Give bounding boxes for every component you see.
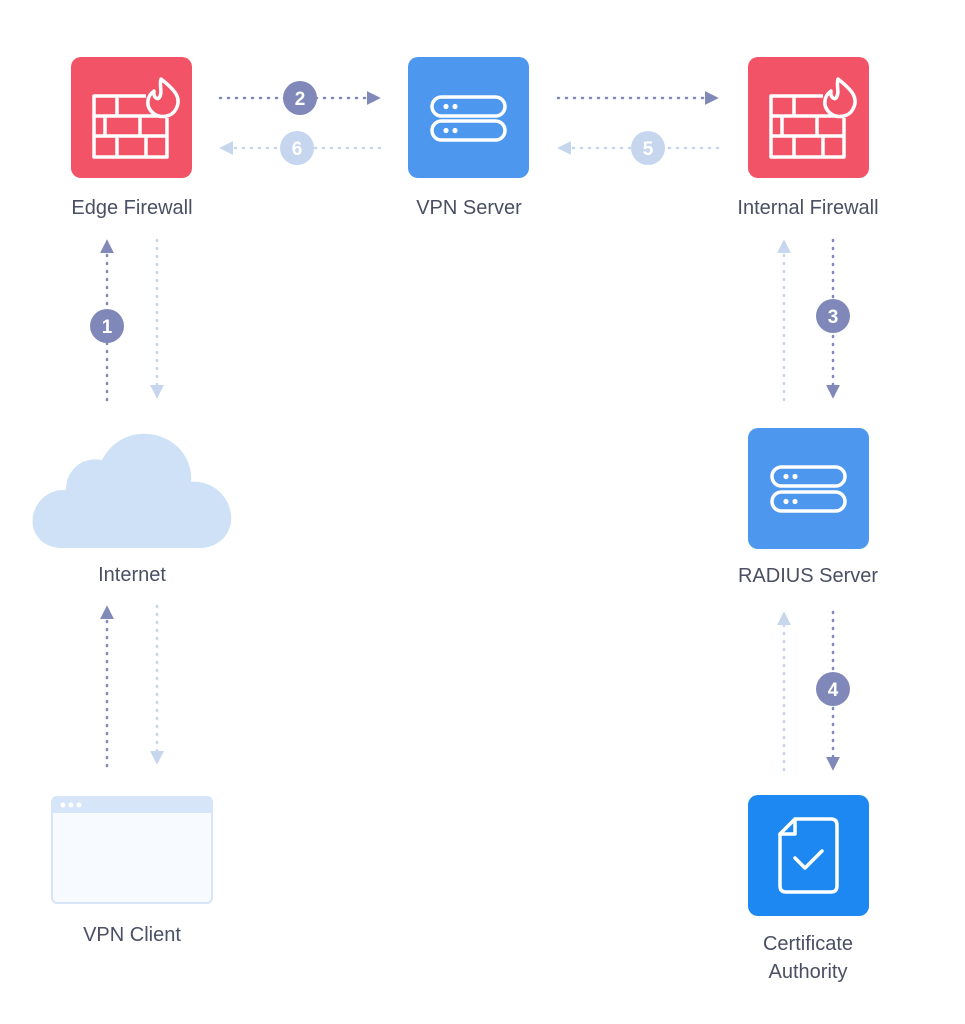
cloud-icon [32,433,232,548]
step-number-1: 1 [102,317,113,338]
vpn-client-node [51,796,213,904]
internet-label: Internet [98,564,166,586]
step-badge-3: 3 [816,299,850,333]
edge-firewall-node [71,57,192,178]
step-number-2: 2 [295,89,306,110]
internet-node [32,433,232,548]
vpn-client-label: VPN Client [83,924,181,946]
radius-server-label: RADIUS Server [737,565,879,587]
step-badge-1: 1 [90,309,124,343]
browser-window-icon [51,796,213,904]
certificate-authority-node [748,795,869,916]
step-badge-6: 6 [280,131,314,165]
step-number-5: 5 [643,139,654,160]
step-badge-2: 2 [283,81,317,115]
step-number-4: 4 [828,680,839,701]
certificate-check-icon [778,817,839,894]
server-icon [430,95,507,142]
server-icon [770,465,847,513]
vpn-server-label: VPN Server [416,197,522,219]
internal-firewall-label: Internal Firewall [737,197,879,219]
internal-firewall-node [748,57,869,178]
step-number-6: 6 [292,139,303,160]
step-badge-4: 4 [816,672,850,706]
radius-server-node [748,428,869,549]
firewall-flame-icon [769,77,857,159]
vpn-server-node [408,57,529,178]
step-badge-5: 5 [631,131,665,165]
edge-firewall-label: Edge Firewall [71,197,193,219]
step-number-3: 3 [828,307,839,328]
certificate-authority-label: Certificate Authority [762,933,854,983]
firewall-flame-icon [92,77,180,159]
